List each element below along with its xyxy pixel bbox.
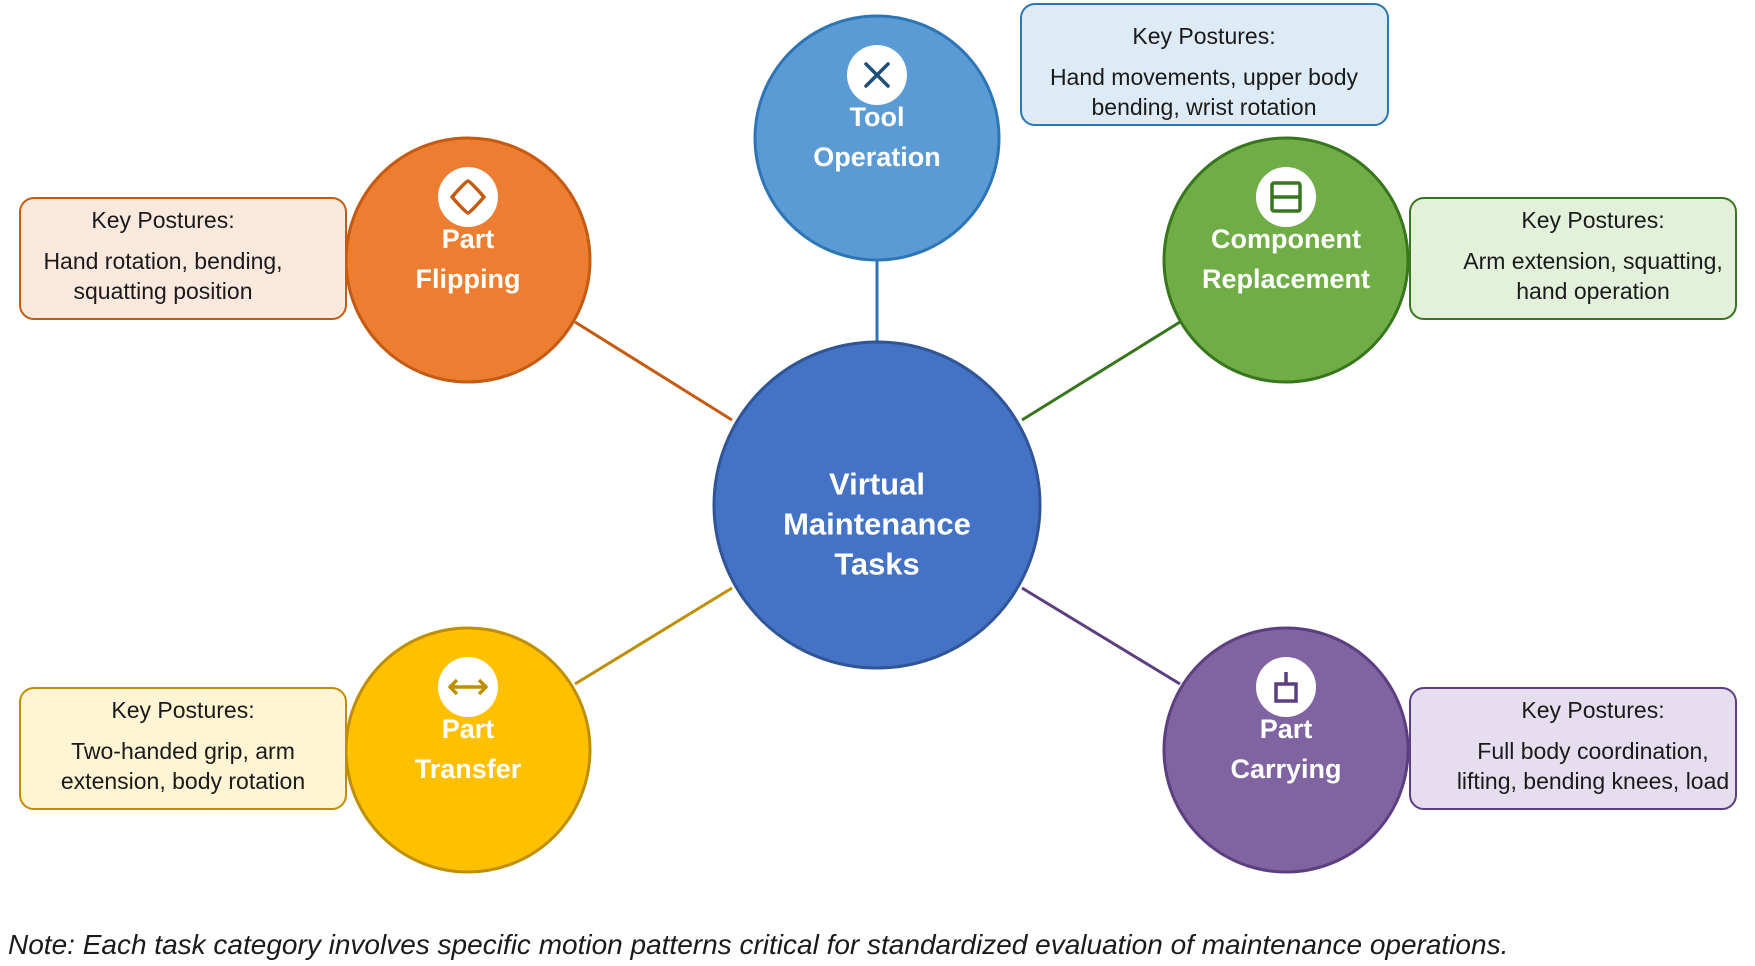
info-box-part-carrying: Key Postures: Full body coordination, li…: [1409, 687, 1737, 810]
connector-part-flipping: [574, 320, 733, 422]
split-square-icon: [1256, 167, 1316, 227]
node-tool-operation-circle: [753, 14, 1001, 262]
node-part-transfer-line-1: Part: [442, 714, 495, 744]
node-part-flipping-line-2: Flipping: [416, 264, 521, 294]
info-box-part-flipping: Key Postures: Hand rotation, bending, sq…: [19, 197, 347, 320]
connector-part-transfer: [574, 586, 733, 686]
node-part-transfer: Part Transfer: [344, 626, 592, 874]
node-component-replacement-line-1: Component: [1211, 224, 1361, 254]
info-box-part-flipping-line-1: Hand rotation, bending,: [43, 248, 282, 274]
info-box-component-replacement-heading: Key Postures:: [1521, 207, 1664, 233]
info-box-tool-operation: Key Postures: Hand movements, upper body…: [1020, 3, 1389, 126]
footnote: Note: Each task category involves specif…: [8, 929, 1509, 960]
double-arrow-icon: [438, 657, 498, 717]
info-box-part-carrying-frame: [1409, 687, 1737, 810]
info-box-part-transfer-line-1: Two-handed grip, arm: [71, 738, 295, 764]
info-box-part-carrying-line-1: Full body coordination,: [1477, 738, 1708, 764]
info-box-part-flipping-heading: Key Postures:: [91, 207, 234, 233]
node-part-transfer-line-2: Transfer: [415, 754, 522, 784]
info-box-component-replacement: Key Postures: Arm extension, squatting, …: [1409, 197, 1737, 320]
info-box-tool-operation-line-1: Hand movements, upper body: [1050, 64, 1359, 90]
node-part-carrying-line-2: Carrying: [1230, 754, 1341, 784]
info-box-tool-operation-heading: Key Postures:: [1132, 23, 1275, 49]
node-component-replacement-circle: [1162, 136, 1410, 384]
node-part-carrying: Part Carrying: [1162, 626, 1410, 874]
connector-component-replacement: [1021, 320, 1181, 422]
info-box-component-replacement-line-2: hand operation: [1516, 278, 1669, 304]
node-component-replacement-line-2: Replacement: [1202, 264, 1370, 294]
center-node: Virtual Maintenance Tasks: [712, 340, 1042, 670]
node-component-replacement: Component Replacement: [1162, 136, 1410, 384]
x-mark-icon: [847, 45, 907, 105]
info-box-part-transfer: Key Postures: Two-handed grip, arm exten…: [19, 687, 347, 810]
node-tool-operation-line-2: Operation: [813, 142, 941, 172]
rounded-diamond-icon: [438, 167, 498, 227]
node-part-carrying-line-1: Part: [1260, 714, 1313, 744]
info-box-component-replacement-frame: [1409, 197, 1737, 320]
box-handle-icon: [1256, 657, 1316, 717]
info-box-tool-operation-frame: [1020, 3, 1389, 126]
info-box-part-transfer-heading: Key Postures:: [111, 697, 254, 723]
info-box-part-carrying-line-2: lifting, bending knees, load: [1457, 768, 1729, 794]
info-box-part-transfer-line-2: extension, body rotation: [61, 768, 305, 794]
connector-part-carrying: [1021, 586, 1181, 686]
node-tool-operation: Tool Operation: [753, 14, 1001, 262]
info-box-part-carrying-heading: Key Postures:: [1521, 697, 1664, 723]
node-part-carrying-circle: [1162, 626, 1410, 874]
info-box-part-flipping-line-2: squatting position: [73, 278, 252, 304]
node-tool-operation-line-1: Tool: [850, 102, 905, 132]
center-node-circle: [712, 340, 1042, 670]
center-node-line-1: Virtual: [829, 467, 925, 502]
node-part-flipping-line-1: Part: [442, 224, 495, 254]
info-box-part-transfer-frame: [19, 687, 347, 810]
node-part-flipping: Part Flipping: [344, 136, 592, 384]
info-box-tool-operation-line-2: bending, wrist rotation: [1091, 94, 1316, 120]
info-box-component-replacement-line-1: Arm extension, squatting,: [1463, 248, 1723, 274]
center-node-line-3: Tasks: [834, 547, 920, 582]
center-node-line-2: Maintenance: [783, 507, 971, 542]
info-box-part-flipping-frame: [19, 197, 347, 320]
